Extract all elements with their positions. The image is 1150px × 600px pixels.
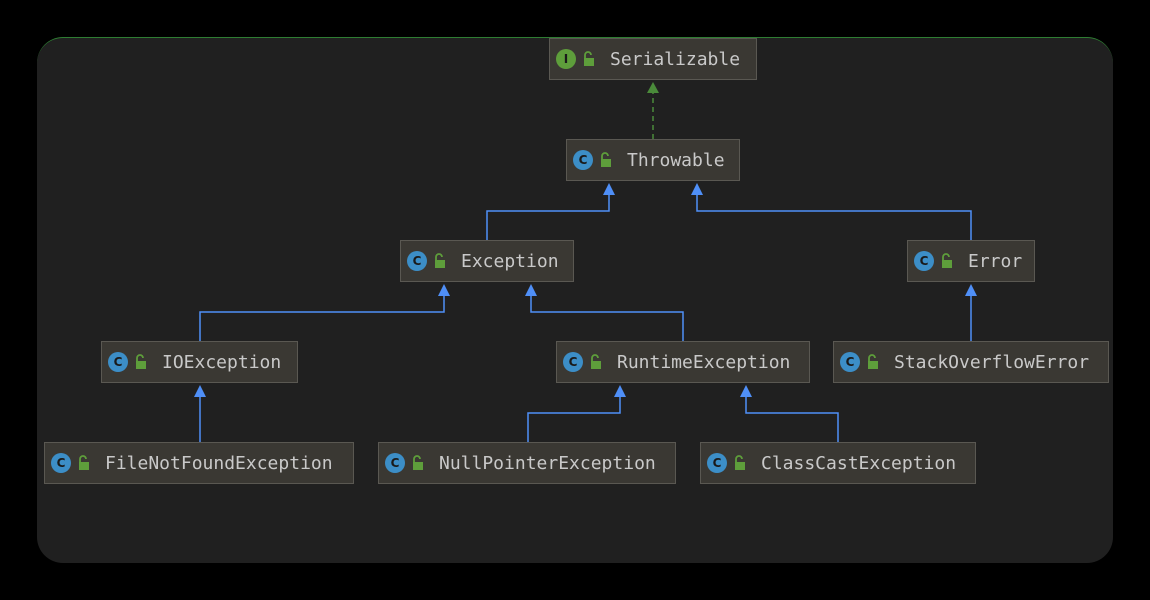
node-nullpointerexception[interactable]: C NullPointerException [378, 442, 676, 484]
node-exception[interactable]: C Exception [400, 240, 574, 282]
class-icon: C [108, 352, 128, 372]
node-throwable[interactable]: C Throwable [566, 139, 740, 181]
node-label: IOException [162, 351, 282, 373]
interface-icon: I [556, 49, 576, 69]
edge-nullpointerexception-extends-runtimeexception [527, 385, 626, 442]
unlocked-public-icon [601, 152, 611, 167]
unlocked-public-icon [868, 354, 878, 369]
unlocked-public-icon [79, 455, 89, 470]
edge-throwable-implements-serializable [647, 82, 659, 139]
class-icon: C [914, 251, 934, 271]
node-label: NullPointerException [439, 452, 656, 474]
node-label: Throwable [627, 149, 725, 171]
node-label: Exception [461, 250, 559, 272]
edge-exception-extends-throwable [486, 183, 615, 240]
node-label: FileNotFoundException [105, 452, 333, 474]
node-stackoverflowerror[interactable]: C StackOverflowError [833, 341, 1109, 383]
class-icon: C [840, 352, 860, 372]
node-label: StackOverflowError [894, 351, 1090, 373]
node-error[interactable]: C Error [907, 240, 1035, 282]
node-serializable[interactable]: I Serializable [549, 38, 757, 80]
node-label: RuntimeException [617, 351, 791, 373]
node-label: Error [968, 250, 1023, 272]
node-ioexception[interactable]: C IOException [101, 341, 298, 383]
edge-error-extends-throwable [691, 183, 972, 240]
class-icon: C [407, 251, 427, 271]
unlocked-public-icon [591, 354, 601, 369]
class-icon: C [385, 453, 405, 473]
edge-runtimeexception-extends-exception [525, 284, 684, 341]
node-classcastexception[interactable]: C ClassCastException [700, 442, 976, 484]
node-label: Serializable [610, 48, 741, 70]
unlocked-public-icon [584, 51, 594, 66]
unlocked-public-icon [136, 354, 146, 369]
edge-filenotfoundexception-extends-ioexception [194, 385, 206, 442]
unlocked-public-icon [735, 455, 745, 470]
edge-stackoverflowerror-extends-error [965, 284, 977, 341]
class-icon: C [51, 453, 71, 473]
unlocked-public-icon [435, 253, 445, 268]
edge-ioexception-extends-exception [199, 284, 450, 341]
unlocked-public-icon [413, 455, 423, 470]
class-icon: C [563, 352, 583, 372]
unlocked-public-icon [942, 253, 952, 268]
node-runtimeexception[interactable]: C RuntimeException [556, 341, 810, 383]
node-label: ClassCastException [761, 452, 957, 474]
class-icon: C [573, 150, 593, 170]
edge-classcastexception-extends-runtimeexception [740, 385, 839, 442]
class-icon: C [707, 453, 727, 473]
node-filenotfoundexception[interactable]: C FileNotFoundException [44, 442, 354, 484]
